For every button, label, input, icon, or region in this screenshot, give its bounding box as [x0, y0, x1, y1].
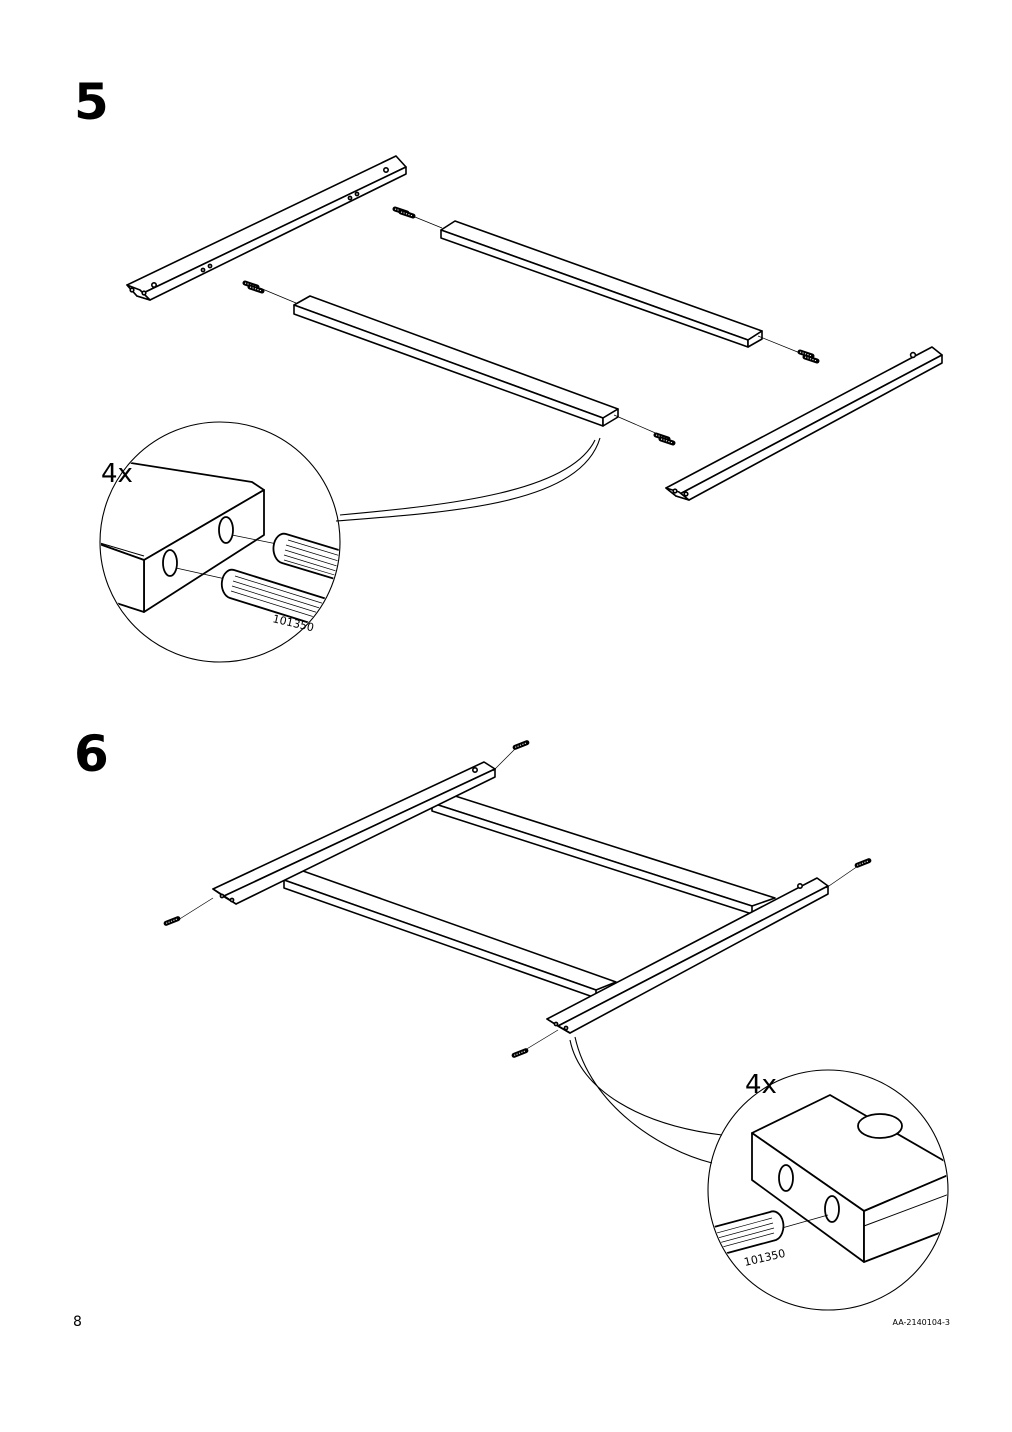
step-5-detail-callout	[99, 421, 601, 663]
step-6-illustration	[212, 761, 829, 1034]
step-5-illustration	[126, 155, 943, 501]
crossbar-back	[440, 220, 763, 348]
frame-rail-left	[212, 761, 496, 905]
step-6-detail-callout	[569, 1036, 949, 1311]
crossbar-front	[293, 295, 619, 427]
step-6-quantity: 4x	[745, 1070, 777, 1100]
step-6-number: 6	[74, 725, 109, 783]
frame-rail-right	[546, 877, 829, 1034]
dowel-detail-upper	[272, 532, 339, 594]
side-rail-right	[665, 346, 943, 501]
step-5-number: 5	[74, 73, 109, 131]
step-5-quantity: 4x	[101, 459, 133, 489]
page-number: 8	[73, 1314, 82, 1330]
step-6-part-number: 101350	[743, 1247, 787, 1269]
step-6-dowels	[166, 740, 869, 1059]
step-5-dowels	[245, 209, 817, 443]
frame-crossbar-back	[431, 794, 776, 915]
frame-crossbar-front	[283, 870, 617, 999]
step-6-detail-zoom	[709, 1094, 947, 1268]
dowel-detail	[709, 1210, 785, 1268]
side-rail-left	[126, 155, 407, 301]
document-id: AA-2140104-3	[892, 1318, 950, 1327]
